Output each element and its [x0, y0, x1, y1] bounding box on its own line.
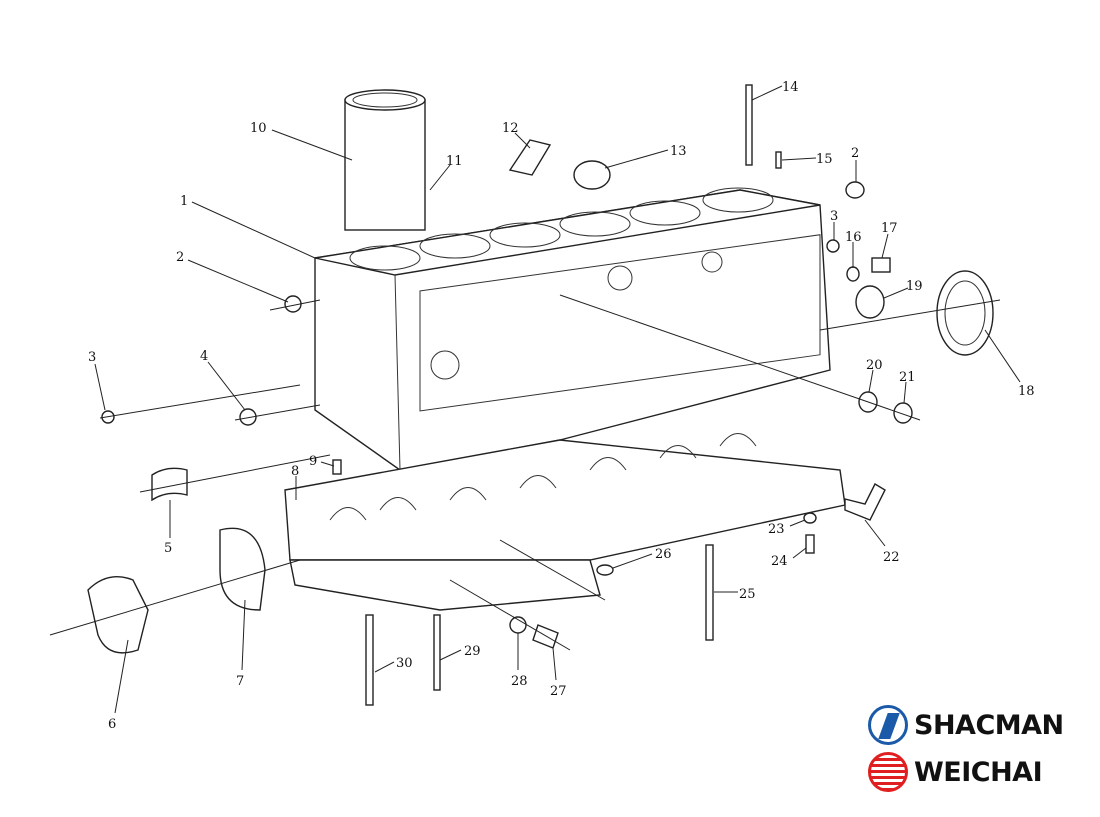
callout-6: 6 [108, 717, 116, 732]
callout-13: 13 [670, 144, 687, 159]
callout-11: 11 [446, 154, 463, 169]
callout-26: 26 [655, 547, 672, 562]
callout-28: 28 [511, 674, 528, 689]
leader-lines [94, 85, 1021, 714]
callout-4: 4 [200, 349, 208, 364]
callout-24: 24 [771, 554, 788, 569]
cylinder-block [314, 187, 831, 471]
callout-19: 19 [906, 279, 923, 294]
callout-10: 10 [250, 121, 267, 136]
assembly-axes [49, 294, 1001, 651]
callout-3-left: 3 [88, 350, 96, 365]
callout-1: 1 [180, 194, 188, 209]
callout-29: 29 [464, 644, 481, 659]
callout-3-right: 3 [830, 209, 838, 224]
shacman-brand-text: SHACMAN [914, 709, 1064, 741]
callout-17: 17 [881, 221, 898, 236]
callout-27: 27 [550, 684, 567, 699]
lower-crankcase [284, 433, 846, 611]
callout-16: 16 [845, 230, 862, 245]
shacman-logo: SHACMAN [868, 705, 1064, 745]
callout-2-left: 2 [176, 250, 184, 265]
weichai-emblem-icon [868, 752, 908, 792]
callout-23: 23 [768, 522, 785, 537]
callout-18: 18 [1018, 384, 1035, 399]
weichai-logo: WEICHAI [868, 752, 1043, 792]
callout-15: 15 [816, 152, 833, 167]
callout-25: 25 [739, 587, 756, 602]
callout-14: 14 [782, 80, 799, 95]
callout-12: 12 [502, 121, 519, 136]
callout-9: 9 [309, 454, 317, 469]
callout-22: 22 [883, 550, 900, 565]
weichai-brand-text: WEICHAI [914, 756, 1043, 788]
callout-21: 21 [899, 370, 916, 385]
callout-20: 20 [866, 358, 883, 373]
callout-7: 7 [236, 674, 244, 689]
callout-8: 8 [291, 464, 299, 479]
cylinder-liner [344, 89, 426, 231]
callout-30: 30 [396, 656, 413, 671]
callout-5: 5 [164, 541, 172, 556]
shacman-emblem-icon [868, 705, 908, 745]
callout-2-top: 2 [851, 146, 859, 161]
callout-labels: 10 11 12 13 14 15 2 1 2 3 16 17 19 18 3 … [88, 80, 1035, 732]
